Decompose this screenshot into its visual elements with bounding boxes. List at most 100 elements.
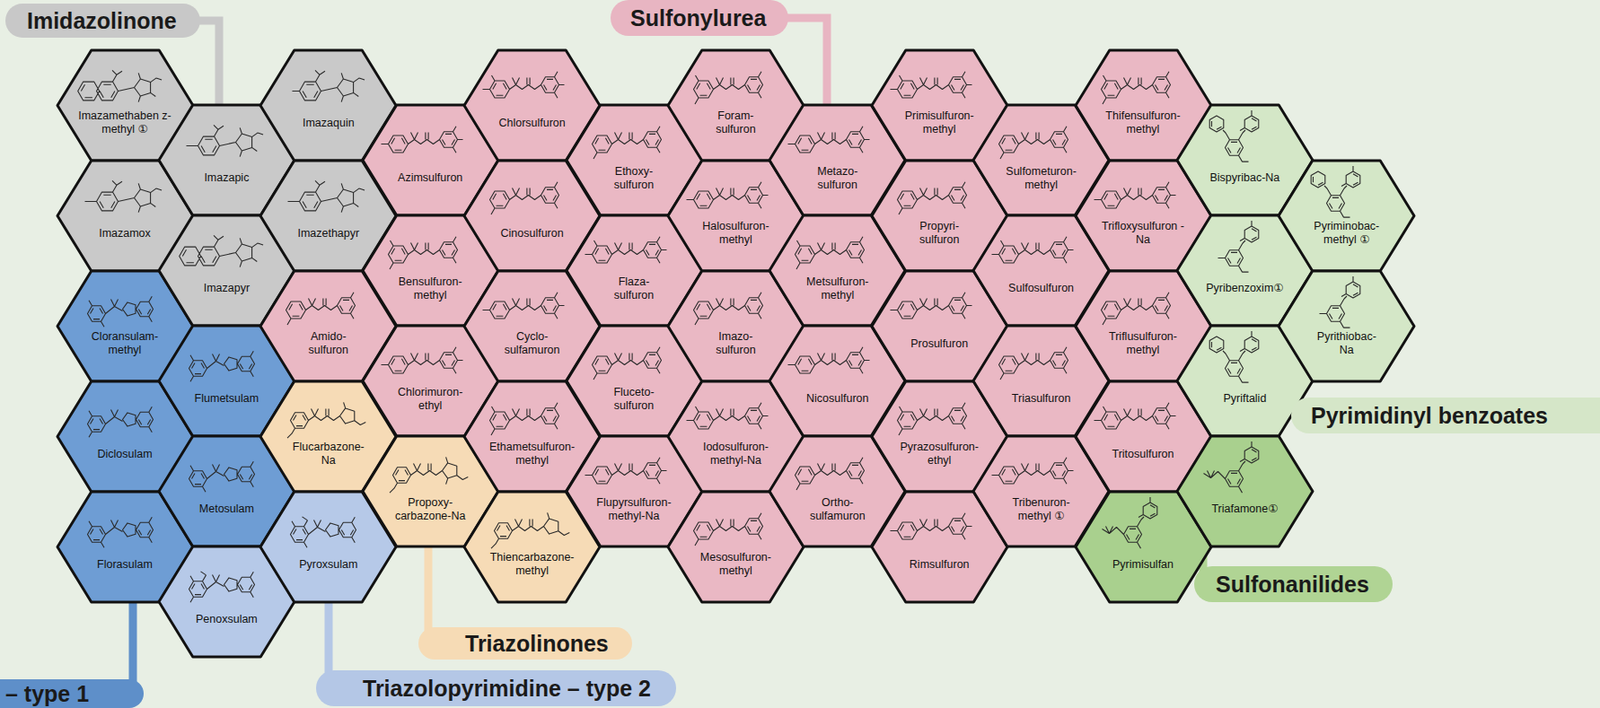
chemical-structure — [483, 291, 565, 318]
chemical-structure — [287, 402, 366, 439]
chemical-structure — [1217, 220, 1258, 273]
group-bracket — [129, 599, 138, 692]
group-tab: Sulfonylurea — [610, 0, 789, 36]
chemical-structure — [1101, 497, 1157, 549]
compound-name: Pyrithiobac- Na — [1309, 330, 1384, 358]
chemical-structure — [584, 237, 667, 264]
compound-name: Prosulfuron — [903, 337, 976, 352]
chemical-structure — [87, 517, 153, 548]
chemical-structure — [992, 237, 1074, 264]
chemical-structure — [490, 402, 560, 435]
chemical-structure — [889, 291, 972, 318]
compound-name: Triasulfuron — [1004, 392, 1079, 406]
compound-name: Mesosulfuron- methyl — [692, 551, 779, 579]
group-tab: Triazolopyrimidine – type 2 — [316, 670, 677, 707]
chemical-structure — [693, 512, 763, 546]
compound-name: Bensulfuron- methyl — [391, 275, 470, 303]
compound-name: Flumetsulam — [186, 392, 266, 406]
chemical-structure — [1100, 70, 1170, 104]
chemical-structure — [591, 126, 661, 159]
compound-name: Flucarbazone- Na — [285, 440, 372, 468]
compound-name: Cloransulam- methyl — [84, 330, 167, 358]
group-label: Triazolopyrimidine – type 2 — [362, 676, 651, 703]
chemical-structure — [84, 180, 162, 212]
compound-name: Imazamethaben z-methyl ① — [77, 109, 173, 137]
chemical-structure — [896, 181, 967, 214]
compound-name: Thifensulfuron- methyl — [1098, 109, 1188, 137]
chemical-structure — [889, 70, 972, 97]
compound-name: Cyclo- sulfamuron — [497, 330, 568, 358]
compound-name: Iodosulfuron- methyl-Na — [695, 440, 776, 468]
compound-name: Bispyribac-Na — [1209, 171, 1280, 185]
compound-name: Rimsulfuron — [902, 558, 977, 572]
compound-name: Halosulfuron- methyl — [694, 219, 777, 247]
chemical-structure — [788, 347, 871, 374]
hexagon-outline — [1278, 271, 1415, 382]
chemical-structure — [490, 181, 560, 214]
chemical-structure — [693, 70, 763, 104]
chemical-structure — [288, 180, 366, 212]
compound-name: Trifloxysulfuron -Na — [1098, 219, 1189, 247]
chemical-structure — [185, 124, 264, 157]
chemical-structure — [188, 351, 255, 382]
compound-name: Sulfometuron- methyl — [998, 165, 1084, 193]
compound-hex: Pyrithiobac- Na — [1278, 271, 1415, 382]
chemical-structure — [788, 126, 871, 153]
compound-hex: Pyriminobac- methyl ① — [1278, 160, 1415, 272]
compound-name: Chlorimuron- ethyl — [390, 386, 471, 414]
chemical-structure — [491, 512, 570, 549]
chemical-structure — [992, 457, 1074, 484]
chemical-structure — [188, 461, 255, 493]
compound-name: Tribenuron- methyl ① — [1004, 496, 1078, 524]
compound-name: Imazethapyr — [290, 227, 367, 241]
chemical-structure — [286, 291, 356, 325]
compound-name: Azimsulfuron — [390, 171, 471, 185]
compound-name: Amido- sulfuron — [300, 330, 356, 358]
chemical-structure — [1209, 110, 1259, 162]
compound-name: Triflusulfuron- methyl — [1101, 330, 1185, 358]
chemical-structure — [87, 296, 153, 327]
chemical-structure — [179, 235, 264, 267]
chemical-structure — [685, 181, 768, 208]
hexagon-shape — [1278, 160, 1415, 272]
group-tab: Imidazolinone — [5, 3, 201, 38]
chemical-structure — [896, 402, 967, 435]
group-label: Imidazolinone — [26, 8, 177, 35]
chemical-structure — [889, 512, 972, 539]
compound-name: Pyriftalid — [1215, 392, 1274, 406]
compound-name: Pyrimisulfan — [1105, 558, 1182, 572]
chemical-structure — [999, 126, 1069, 159]
compound-name: Nicosulfuron — [799, 392, 877, 406]
compound-name: Primisulfuron- methyl — [896, 109, 982, 137]
hexagon-shape — [1278, 271, 1415, 382]
chemical-structure — [795, 457, 865, 491]
compound-name: Foram- sulfuron — [708, 109, 764, 137]
group-tab: Sulfonanilides — [1194, 566, 1393, 603]
chemical-structure — [999, 347, 1069, 380]
compound-name: Metosulam — [191, 502, 262, 517]
compound-name: Propyri- sulfuron — [912, 219, 968, 247]
compound-name: Fluceto- sulfuron — [606, 386, 662, 414]
chemical-structure — [795, 237, 865, 270]
chemical-structure — [292, 70, 366, 102]
compound-name: Propoxy- carbazone-Na — [395, 496, 466, 524]
compound-name: Thiencarbazone- methyl — [484, 551, 581, 579]
chemical-structure — [1093, 402, 1176, 429]
compound-name: Pyribenzoxim① — [1198, 281, 1292, 296]
hexagon-outline — [1278, 160, 1415, 272]
compound-name: Pyroxsulam — [291, 558, 366, 572]
compound-name: Ethametsulfuron- methyl — [484, 440, 581, 468]
chemical-structure — [387, 237, 458, 270]
compound-name: Imazamox — [91, 227, 159, 241]
group-label: Sulfonanilides — [1215, 571, 1370, 598]
compound-name: Imazapyr — [195, 281, 257, 296]
chemical-structure — [188, 571, 255, 603]
chemical-structure — [77, 70, 161, 102]
compound-name: Sulfosulfuron — [1001, 281, 1082, 296]
group-label: Triazolinones — [465, 631, 609, 658]
chemical-structure — [1209, 331, 1259, 383]
compound-name: Ortho- sulfamuron — [802, 496, 873, 524]
group-tab: Pyrimidinyl benzoates — [1291, 397, 1600, 434]
compound-name: Chlorsulfuron — [491, 116, 573, 131]
compound-name: Penoxsulam — [188, 613, 265, 627]
